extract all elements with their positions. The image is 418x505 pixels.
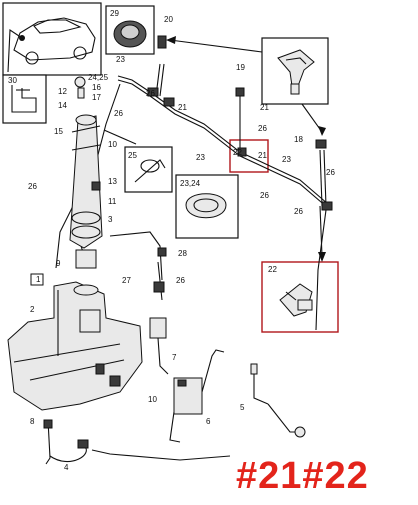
callout-3: 3 — [108, 215, 113, 224]
clamp-2324-inset — [175, 174, 239, 239]
callout-21b: 21 — [260, 103, 269, 112]
callout-26a: 26 — [114, 109, 123, 118]
grommet-29-inset — [105, 5, 155, 55]
callout-23a: 23 — [116, 55, 125, 64]
callout-5: 5 — [240, 403, 245, 412]
callout-labels: 20 29 30 12 23 24,25 16 17 14 26 26 21 1… — [8, 9, 335, 472]
callout-26f: 26 — [326, 168, 335, 177]
callout-26c: 26 — [258, 124, 267, 133]
washer-reservoir — [7, 281, 143, 411]
filler-neck-assembly — [69, 114, 103, 269]
callout-21c: 21 — [258, 151, 267, 160]
callout-25: 25 — [128, 151, 137, 160]
callout-30: 30 — [8, 76, 17, 85]
callout-23c: 23 — [282, 155, 291, 164]
callout-29: 29 — [110, 9, 119, 18]
callout-26b: 26 — [146, 89, 155, 98]
callout-23b: 23 — [196, 153, 205, 162]
callout-2425: 24,25 — [88, 73, 109, 82]
part-21-highlight — [229, 139, 269, 173]
callout-11: 11 — [108, 197, 117, 206]
callout-6: 6 — [206, 417, 211, 426]
callout-22b: 22 — [268, 265, 277, 274]
callout-26e: 26 — [294, 207, 303, 216]
callout-26h: 26 — [176, 276, 185, 285]
callout-19: 19 — [236, 63, 245, 72]
callout-12: 12 — [58, 87, 67, 96]
callout-21a: 21 — [178, 103, 187, 112]
callout-28: 28 — [178, 249, 187, 258]
callout-7: 7 — [172, 353, 177, 362]
callout-2324: 23,24 — [180, 179, 201, 188]
callout-26d: 26 — [260, 191, 269, 200]
callout-10b: 10 — [148, 395, 157, 404]
reference-arrows — [166, 36, 326, 262]
nozzle-inset — [261, 37, 329, 105]
callout-9: 9 — [56, 259, 61, 268]
clip-25-inset — [124, 146, 173, 193]
callout-27: 27 — [122, 276, 131, 285]
callout-1: 1 — [36, 275, 41, 284]
car-inset — [2, 2, 102, 76]
callout-8: 8 — [30, 417, 35, 426]
callout-14: 14 — [58, 101, 67, 110]
callout-20: 20 — [164, 15, 173, 24]
callout-2: 2 — [30, 305, 35, 314]
callout-10a: 10 — [108, 140, 117, 149]
callout-16: 16 — [92, 83, 101, 92]
level-sensors-and-wiring — [43, 363, 306, 465]
callout-15: 15 — [54, 127, 63, 136]
callout-18: 18 — [294, 135, 303, 144]
connectors — [74, 35, 333, 293]
callout-22a: 22 — [233, 148, 242, 157]
part-number-highlight: #21#22 — [236, 455, 369, 497]
callout-13: 13 — [108, 177, 117, 186]
callout-4: 4 — [64, 463, 69, 472]
callout-26g: 26 — [28, 182, 37, 191]
bracket-30-inset — [2, 74, 47, 124]
nozzle-22-inset — [261, 261, 339, 333]
callout-17: 17 — [92, 93, 101, 102]
washer-pump — [149, 317, 225, 443]
